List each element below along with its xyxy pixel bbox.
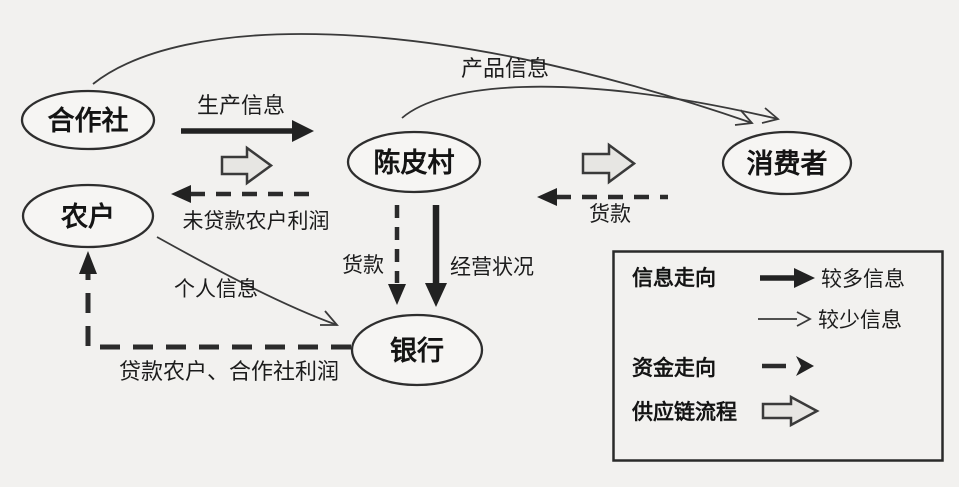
arrowhead-solid-icon: [388, 284, 406, 305]
arrowhead-solid-icon: [537, 188, 557, 206]
node-label-cooperative: 合作社: [48, 105, 129, 136]
node-bank: 银行: [350, 313, 484, 387]
arrowhead-open-icon: [320, 310, 339, 326]
edge-loaned-farmer-coop-profit: 贷款农户、合作社利润: [79, 251, 351, 384]
edge-label-payment-village-bank: 货款: [342, 253, 384, 277]
node-label-consumer: 消费者: [747, 149, 828, 179]
node-label-chenpi-village: 陈皮村: [374, 147, 455, 178]
node-farmer: 农户: [21, 183, 155, 249]
legend-box: [612, 250, 944, 462]
edge-payment-consumer-to-village: 货款: [537, 188, 668, 226]
arrowhead-chevron-icon: [796, 356, 814, 376]
edge-label-unloaned-farmer-profit: 未贷款农户利润: [183, 209, 330, 233]
edge-operating-status: 经营状况: [425, 205, 534, 307]
legend-val-less-info: 较少信息: [818, 308, 902, 332]
arrowhead-open-icon: [761, 107, 780, 124]
legend-key-fund-flow: 资金走向: [632, 356, 716, 380]
edge-production-info: 生产信息: [181, 93, 314, 142]
arrow-shaft: [85, 272, 351, 350]
edge-product-info-curve: [92, 33, 754, 126]
arrowhead-solid-icon: [794, 268, 815, 288]
arrowhead-solid-icon: [79, 251, 97, 274]
node-ellipse: [21, 183, 155, 249]
arrowhead-solid-icon: [292, 120, 314, 142]
curve-village-to-consumer: [401, 85, 779, 120]
curve-farmer-to-bank: [156, 236, 338, 326]
node-ellipse: [20, 89, 156, 151]
legend: 信息走向 较多信息 较少信息 资金走向 供应链流程: [612, 250, 944, 462]
arrowhead-open-icon: [796, 311, 812, 327]
legend-key-info-flow: 信息走向: [632, 266, 716, 290]
legend-key-supply-chain: 供应链流程: [631, 400, 737, 424]
supply-chain-block-arrow-icon: [220, 145, 274, 186]
node-label-farmer: 农户: [60, 201, 115, 232]
edge-label-production-info: 生产信息: [197, 93, 285, 118]
arrowhead-solid-icon: [171, 185, 191, 203]
curve-cooperative-to-consumer: [92, 33, 753, 124]
edge-label-operating-status: 经营状况: [450, 255, 534, 279]
supply-chain-block-arrow-icon: [581, 142, 637, 185]
edge-label-loaned-profit: 贷款农户、合作社利润: [119, 359, 339, 384]
edge-village-to-consumer-curve: [401, 85, 780, 124]
arrowhead-solid-icon: [425, 283, 447, 307]
node-label-bank: 银行: [390, 335, 444, 366]
node-ellipse: [721, 130, 853, 196]
edge-label-payment-consumer-village: 货款: [589, 202, 631, 226]
legend-block-arrow-icon: [761, 394, 820, 428]
arrowhead-open-icon: [734, 109, 754, 126]
edge-label-personal-info: 个人信息: [174, 277, 258, 301]
node-ellipse: [350, 313, 484, 387]
node-ellipse: [346, 130, 482, 194]
edge-label-product-info: 产品信息: [461, 56, 549, 81]
node-cooperative: 合作社: [20, 89, 156, 151]
edge-personal-info: 个人信息: [156, 236, 339, 326]
node-consumer: 消费者: [721, 130, 853, 196]
legend-val-more-info: 较多信息: [821, 267, 905, 291]
edge-payment-village-to-bank: 货款: [342, 205, 406, 305]
edge-unloaned-farmer-profit: 未贷款农户利润: [171, 185, 330, 233]
node-chenpi-village: 陈皮村: [346, 130, 482, 194]
